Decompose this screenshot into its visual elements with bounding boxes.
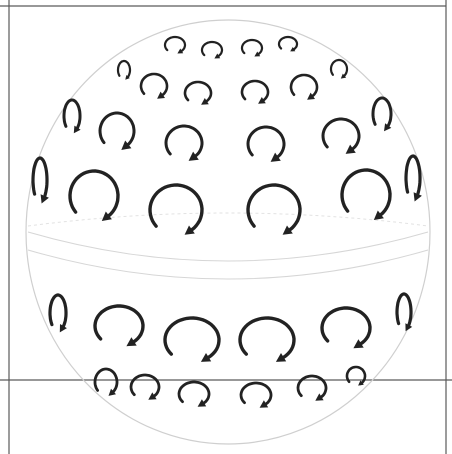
rotation-arrow-arc [298,376,326,398]
rotation-arrow-arc [95,306,143,343]
rotation-arrow-arc [248,127,284,159]
rotation-arrow-arc [242,81,268,102]
rotation-arrow-arc [131,375,159,397]
rotation-arrow-arc [64,100,80,130]
rotation-arrow-arc [166,126,202,158]
rotation-arrow-arc [240,318,294,359]
rotation-arrow-arc [95,369,117,393]
rotation-arrow-arc [373,98,391,128]
equator-band-upper [28,232,428,261]
equator-band-lower [28,250,428,279]
rotation-arrow-arc [50,295,66,329]
rotation-arrow-arc [179,382,209,404]
rotation-arrow-arc [165,318,219,359]
rotation-arrow-arc [33,158,47,199]
rotation-arrow-arc [141,74,167,96]
rotation-arrow-arc [342,170,390,217]
rotation-arrow-arc [322,308,370,345]
rotation-arrow-arc [100,113,134,147]
rotation-arrow-arc [323,119,359,151]
rotation-arrow-arc [279,37,297,50]
rotation-arrow-arc [70,171,118,218]
rotation-arrows [33,37,422,408]
rotation-arrow-arc [397,294,411,328]
rotation-arrow-arc [185,82,211,103]
rotation-arrow-arc [406,156,420,197]
rotation-arrow-arc [202,42,222,57]
rotation-arrow-arc [347,367,365,384]
rotation-arrow-arc [150,185,202,232]
rotation-arrow-arc [165,37,185,52]
rotation-arrow-arc [248,185,300,232]
rotation-arrow-arc [242,40,262,55]
rotation-arrow-arc [118,61,130,78]
rotation-arrow-arc [241,383,271,405]
equator-band-top [28,213,428,226]
rotation-arrow-arc [331,60,347,77]
rotation-arrow-arc [291,75,317,97]
